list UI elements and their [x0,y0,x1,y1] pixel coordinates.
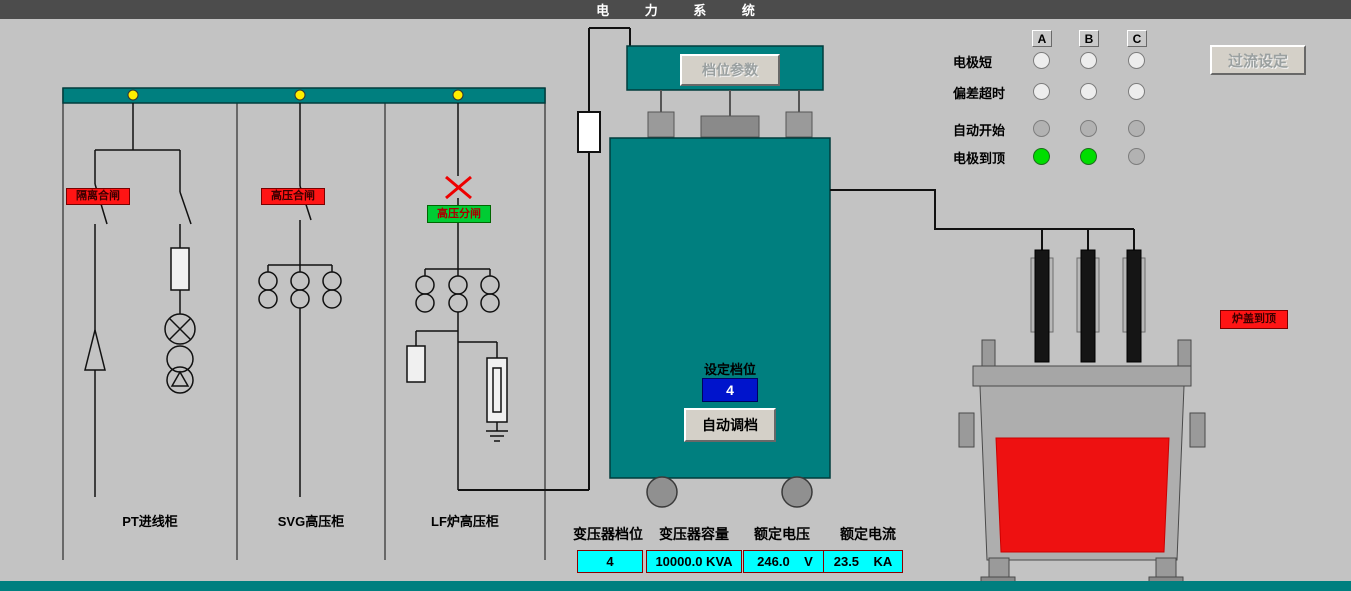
readout-value-capacity: 10000.0 KVA [646,550,742,573]
cabinet-pt-circuit [84,103,196,497]
busbar-node-indicator [452,89,464,101]
switch-tag-hv-open[interactable]: 高压分闸 [427,205,491,223]
wheel-icon [781,476,813,508]
phase-column-c: C [1127,30,1147,47]
cabinet-label-pt: PT进线柜 [122,514,178,529]
wire-to-electrodes [830,189,1135,254]
readout-label-voltage: 额定电压 [754,526,810,542]
molten-metal [995,437,1170,553]
status-lamp [1033,120,1050,137]
current-transformer-icons [415,275,500,313]
fuse-icon [170,247,190,291]
bottom-bar [0,581,1351,591]
readout-label-tap: 变压器档位 [573,526,643,542]
status-lamp [1080,52,1097,69]
furnace-transformer-graphic [609,45,831,508]
readout-value-tap: 4 [577,550,643,573]
readout-label-capacity: 变压器容量 [659,526,729,542]
ground-icon [486,430,508,442]
status-lamp [1033,83,1050,100]
busbar-node-indicator [127,89,139,101]
cabinet-label-svg: SVG高压柜 [277,514,345,529]
ladle-furnace-graphic [958,249,1206,586]
status-lamp [1080,120,1097,137]
status-lamp [1033,52,1050,69]
feeder-wire-to-transformer [458,27,631,491]
status-row-label-electrode-top: 电极到顶 [953,151,1006,166]
bushing-icon [785,111,813,138]
voltage-transformer-icon [164,313,196,394]
trunnion-icon [1189,412,1206,448]
line-ct-box-icon [577,111,601,153]
phase-column-a: A [1032,30,1052,47]
disconnect-switch-icon [179,191,192,225]
status-lamp [1128,148,1145,165]
switch-tag-hv-close[interactable]: 高压合闸 [261,188,325,205]
bushing-icon [700,115,760,138]
incoming-feeder-arrow-icon [84,329,106,371]
hv-busbar [62,87,546,104]
furnace-rim [972,365,1192,387]
page-title: 电 力 系 统 [0,0,1351,19]
status-lamp [1080,83,1097,100]
status-lamp [1128,83,1145,100]
trunnion-icon [958,412,975,448]
status-row-label-deviation-timeout: 偏差超时 [953,86,1006,101]
pt-box-icon [406,345,426,383]
status-row-label-electrode-short: 电极短 [953,55,993,70]
electrode-bar [1126,249,1142,363]
electrode-bar [1080,249,1096,363]
auto-tap-button[interactable]: 自动调档 [684,408,776,442]
readout-value-voltage: 246.0 V [743,550,827,573]
status-lamp [1080,148,1097,165]
status-lamp [1033,148,1050,165]
current-transformer-icons [258,271,342,309]
cabinet-svg-circuit [258,103,342,497]
status-lamp [1128,120,1145,137]
readout-label-current: 额定电流 [840,526,896,542]
busbar-node-indicator [294,89,306,101]
set-tap-value-box[interactable]: 4 [702,378,758,402]
readout-value-current: 23.5 KA [823,550,903,573]
phase-column-b: B [1079,30,1099,47]
status-row-label-auto-start: 自动开始 [953,123,1006,138]
set-tap-label: 设定档位 [703,362,756,377]
furnace-post [1177,339,1192,369]
status-lamp [1128,52,1145,69]
electrode-bar [1034,249,1050,363]
furnace-cover-top-tag: 炉盖到顶 [1220,310,1288,329]
tap-params-button[interactable]: 档位参数 [680,54,780,86]
switch-tag-isolator-close[interactable]: 隔离合闸 [66,188,130,205]
open-breaker-x-icon [445,175,472,200]
furnace-post [981,339,996,369]
overcurrent-settings-button[interactable]: 过流设定 [1210,45,1306,75]
cabinet-dividers [62,88,546,560]
cabinet-label-lf: LF炉高压柜 [431,514,499,529]
bushing-icon [647,111,675,138]
wheel-icon [646,476,678,508]
